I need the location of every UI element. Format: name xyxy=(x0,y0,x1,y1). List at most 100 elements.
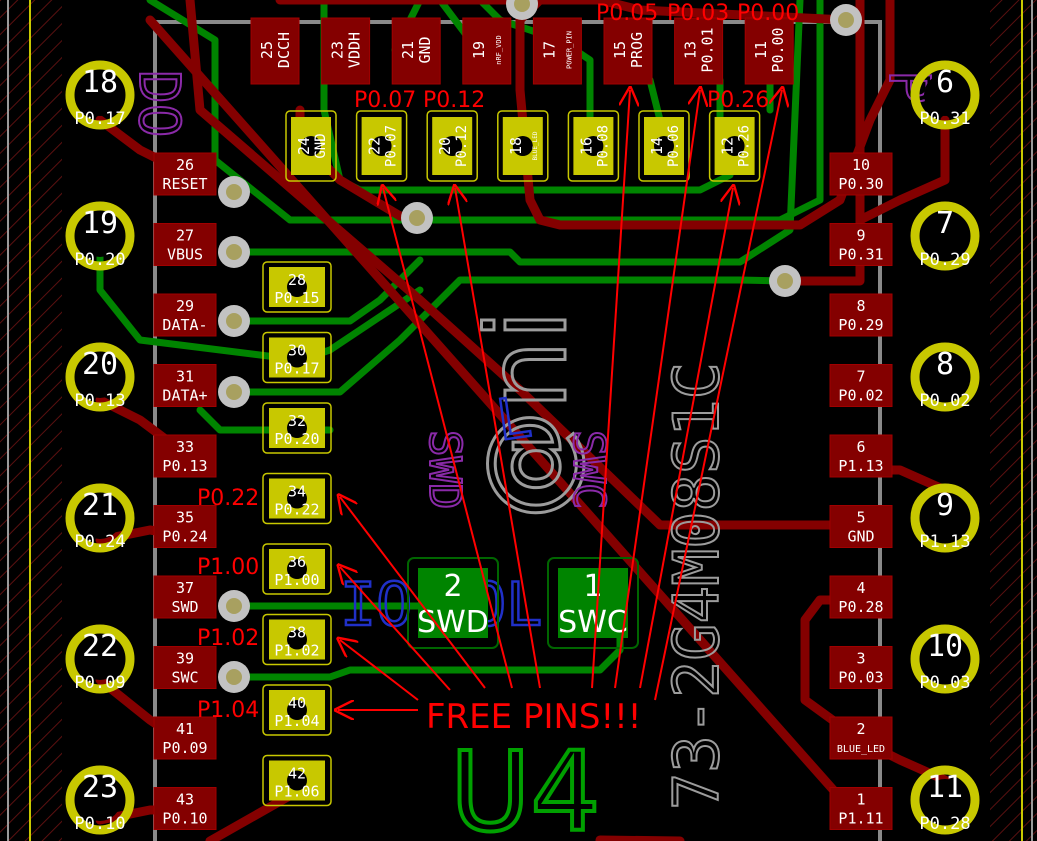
pad-number: 39 xyxy=(176,650,194,668)
annotation-p100: P1.00 xyxy=(197,555,259,580)
pad-signal: VDDH xyxy=(346,32,364,68)
annotation-arrows xyxy=(338,90,782,710)
annotation-p104: P1.04 xyxy=(197,698,259,723)
pad-signal: P1.02 xyxy=(274,642,319,660)
svg-text:DO: DO xyxy=(126,70,191,137)
front-copper-traces xyxy=(95,0,950,841)
pad-signal: P0.07 xyxy=(384,125,400,167)
pad-signal: BLUE_LED xyxy=(532,131,539,160)
pad-signal: P0.09 xyxy=(162,739,207,757)
pad-number: 41 xyxy=(176,720,194,738)
pad-number: 25 xyxy=(258,41,276,59)
hole-signal: P0.20 xyxy=(74,250,125,270)
pad-signal: GND xyxy=(847,528,874,546)
hole-signal: P0.29 xyxy=(919,250,970,270)
via-2 xyxy=(218,236,250,268)
annotation-top-p003: P0.03 xyxy=(667,1,729,26)
module-part-number: 73-2G4M08S1C xyxy=(660,362,733,810)
hole-number: 22 xyxy=(82,629,118,664)
right-pad-1: 1P1.11 xyxy=(829,787,893,830)
pad-number: 24 xyxy=(295,137,313,155)
right-pad-3: 3P0.03 xyxy=(829,646,893,689)
pad-signal: P0.31 xyxy=(838,246,883,264)
pad-number: 42 xyxy=(288,765,306,783)
pad-signal: GND xyxy=(313,133,329,158)
hole-number: 23 xyxy=(82,770,118,805)
inner-pad-18: 18 BLUE_LED xyxy=(497,110,549,182)
pad-signal: P0.12 xyxy=(454,125,470,167)
pad-number: 36 xyxy=(288,553,306,571)
pad-number: 10 xyxy=(852,156,870,174)
pad-signal: P0.00 xyxy=(769,27,787,72)
hole-number: 9 xyxy=(936,488,954,523)
right-hole-7: 7P0.29 xyxy=(910,201,980,271)
pad-signal: P1.04 xyxy=(274,712,319,730)
hole-number: 11 xyxy=(927,770,963,805)
via-4 xyxy=(218,376,250,408)
free-pins-callout: FREE PINS!!! xyxy=(426,697,641,737)
hole-number: 18 xyxy=(82,65,118,100)
annotation-p007: P0.07 xyxy=(354,88,416,113)
vias xyxy=(218,0,862,693)
pad-number: 18 xyxy=(507,137,525,155)
annotation-p022: P0.22 xyxy=(197,486,259,511)
pad-number: 12 xyxy=(719,137,737,155)
pad-number: 35 xyxy=(176,509,194,527)
annotation-top-p000: P0.00 xyxy=(737,1,799,26)
pad-signal: P0.20 xyxy=(274,430,319,448)
pad-number: 33 xyxy=(176,438,194,456)
pad-signal: POWER_PIN xyxy=(565,31,573,69)
pad-number: 9 xyxy=(856,227,865,245)
pad-number: 27 xyxy=(176,227,194,245)
pad-signal: P0.29 xyxy=(838,316,883,334)
hole-signal: P0.17 xyxy=(74,109,125,129)
via-6 xyxy=(218,661,250,693)
pad-signal: DATA+ xyxy=(162,387,207,405)
pad-number: 5 xyxy=(856,509,865,527)
pad-signal: RESET xyxy=(162,175,207,193)
pad-number: 21 xyxy=(399,41,417,59)
pad-number: 40 xyxy=(288,694,306,712)
pad-number: 6 xyxy=(856,438,865,456)
test-pad-swc-name: SWC xyxy=(558,605,628,640)
hole-signal: P0.03 xyxy=(919,673,970,693)
hole-number: 10 xyxy=(927,629,963,664)
right-hole-8: 8P0.02 xyxy=(910,342,980,412)
pad-number: 37 xyxy=(176,579,194,597)
via-3 xyxy=(218,305,250,337)
hole-number: 6 xyxy=(936,65,954,100)
pad-number: 4 xyxy=(856,579,865,597)
pad-number: 2 xyxy=(856,720,865,738)
via-8 xyxy=(769,265,801,297)
pad-signal: P0.22 xyxy=(274,501,319,519)
hole-signal: P0.02 xyxy=(919,391,970,411)
annotation-top-p005: P0.05 xyxy=(596,1,658,26)
hole-signal: P0.09 xyxy=(74,673,125,693)
pad-signal: P0.24 xyxy=(162,528,207,546)
pad-signal: P0.17 xyxy=(274,360,319,378)
pad-signal: DATA- xyxy=(162,316,207,334)
pad-signal: P0.13 xyxy=(162,457,207,475)
